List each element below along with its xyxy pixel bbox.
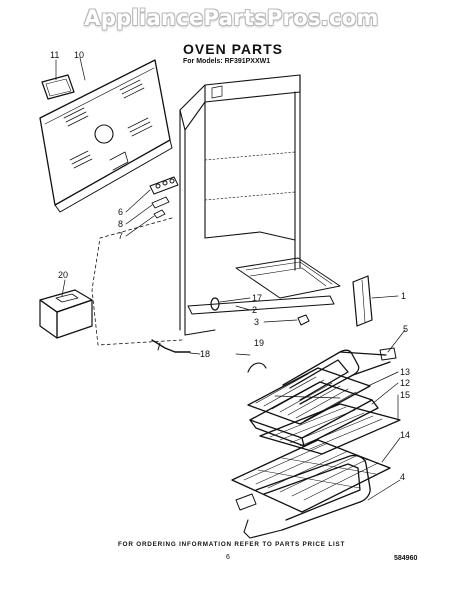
page-title: OVEN PARTS	[183, 41, 283, 57]
part-7-clip	[153, 209, 166, 219]
callout-2: 2	[252, 305, 257, 315]
ordering-info-note: FOR ORDERING INFORMATION REFER TO PARTS …	[118, 541, 346, 548]
callout-5: 5	[403, 324, 408, 334]
callout-3: 3	[254, 317, 259, 327]
callout-14: 14	[400, 430, 410, 440]
part-3-clip	[297, 314, 310, 326]
part-20-control-box	[39, 289, 93, 339]
part-1-side-panel	[352, 275, 373, 327]
callout-1: 1	[401, 291, 406, 301]
page-number: 6	[226, 554, 230, 561]
part-5-broil-element	[282, 347, 397, 405]
part-4-bake-element	[235, 454, 371, 539]
document-number: 584960	[394, 555, 418, 562]
callout-18: 18	[200, 349, 210, 359]
part-14-oven-rack	[231, 439, 391, 513]
callout-12: 12	[400, 378, 410, 388]
part-6-terminal-block	[149, 176, 179, 195]
watermark-logo: AppliancePartsPros.com	[84, 6, 379, 30]
callout-10: 10	[74, 50, 84, 60]
part-2-bottom-panel	[235, 257, 341, 299]
callout-15: 15	[400, 390, 410, 400]
part-17-grommet	[210, 297, 220, 311]
oven-frame	[179, 74, 301, 336]
callout-4: 4	[400, 472, 405, 482]
callout-11: 11	[50, 50, 59, 60]
leader-lines	[55, 57, 406, 501]
part-11-cover	[41, 74, 75, 100]
callout-19: 19	[254, 338, 264, 348]
model-line: For Models: RF391PXXW1	[183, 58, 271, 65]
part-10-back-panel	[39, 59, 173, 213]
callout-7: 7	[118, 231, 123, 241]
part-8-bracket	[151, 196, 170, 209]
callout-17: 17	[252, 293, 262, 303]
part-18-wire-harness	[151, 339, 191, 353]
part-19-wire	[247, 362, 267, 373]
callout-20: 20	[58, 270, 68, 280]
front-trim-bar	[187, 295, 335, 315]
callout-8: 8	[118, 219, 123, 229]
callout-6: 6	[118, 207, 123, 217]
callouts: 11 10 6 8 7 20 17 2 3 1 5 19 18 13 12 15…	[50, 50, 410, 482]
callout-13: 13	[400, 367, 410, 377]
